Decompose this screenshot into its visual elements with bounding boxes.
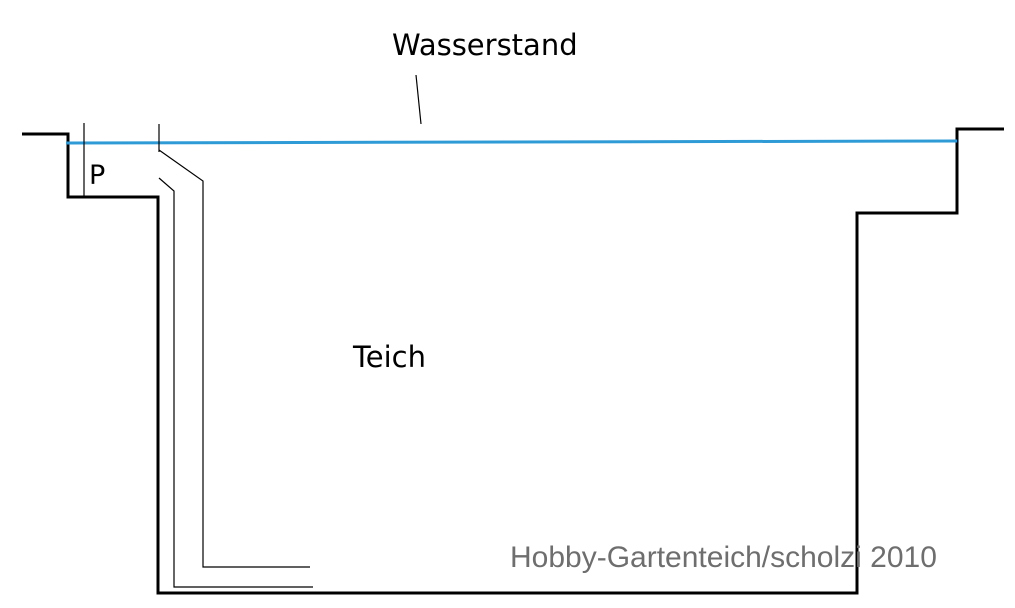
water-level-line xyxy=(65,139,958,145)
drain-pipe-inner xyxy=(158,177,313,588)
drain-pipe-outer xyxy=(158,149,310,568)
pond-label: Teich xyxy=(353,340,427,374)
pump-label: P xyxy=(89,160,106,191)
pond-outline xyxy=(22,127,1004,595)
water-level-label: Wasserstand xyxy=(392,28,578,62)
credit-watermark: Hobby-Gartenteich/scholzi 2010 xyxy=(510,541,937,574)
water-level-pointer xyxy=(415,74,422,125)
